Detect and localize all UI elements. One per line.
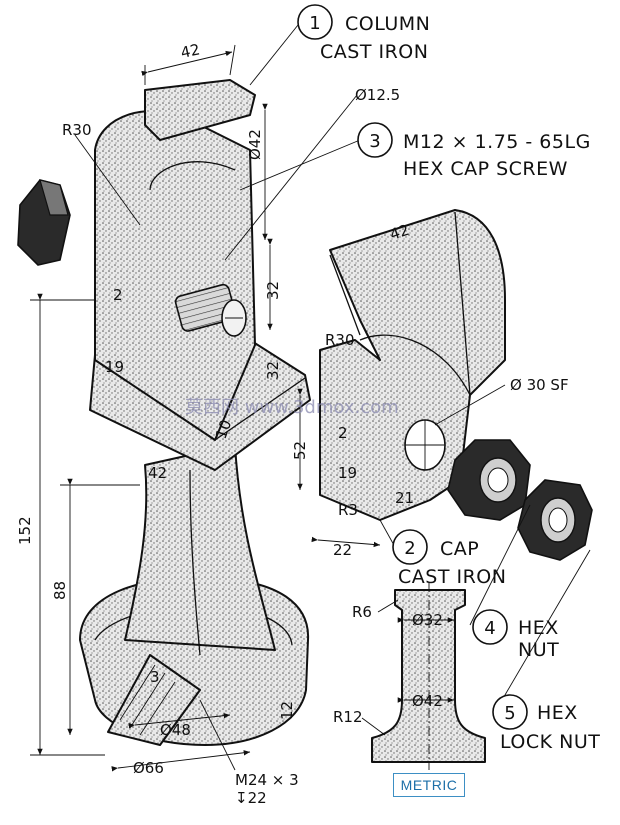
part-3-name: M12 × 1.75 - 65LG xyxy=(403,131,591,153)
dim-phi66: Ø66 xyxy=(133,759,164,777)
hex-nut xyxy=(447,439,531,521)
dim-19-column: 19 xyxy=(105,358,124,376)
cap-screw xyxy=(174,283,247,337)
balloon-4-number: 4 xyxy=(484,618,495,639)
dim-12: 12 xyxy=(278,701,296,720)
part-1-name: COLUMN xyxy=(345,13,430,35)
thread-depth: ↧22 xyxy=(235,789,267,807)
balloon-5: 5 xyxy=(492,694,528,730)
part-5-name: HEX xyxy=(537,702,578,724)
dimension-texts: 42 R30 Ø12.5 Ø42 2 32 19 32 10 52 42 152… xyxy=(16,40,569,807)
dim-cap-19: 19 xyxy=(338,464,357,482)
dim-cap-22: 22 xyxy=(333,541,352,559)
dimension-lines xyxy=(30,24,591,772)
balloon-1-number: 1 xyxy=(309,13,320,34)
dim-88: 88 xyxy=(51,581,69,600)
part-3-material: HEX CAP SCREW xyxy=(403,158,568,180)
dim-2-column: 2 xyxy=(113,286,123,304)
column-part xyxy=(17,79,311,746)
dim-10: 10 xyxy=(212,417,235,441)
part-2-name: CAP xyxy=(440,538,479,560)
dim-section-phi32: Ø32 xyxy=(412,611,443,629)
section-view xyxy=(371,582,486,770)
balloon-2-number: 2 xyxy=(404,538,415,559)
part-2-material: CAST IRON xyxy=(398,566,506,588)
dim-32-lower: 32 xyxy=(264,361,282,380)
dim-cap-2: 2 xyxy=(338,424,348,442)
part-4-name: HEX xyxy=(518,617,559,639)
balloon-1: 1 xyxy=(297,4,333,40)
dim-cap-21: 21 xyxy=(395,489,414,507)
balloon-4: 4 xyxy=(472,609,508,645)
balloon-2: 2 xyxy=(392,529,428,565)
balloon-3: 3 xyxy=(357,122,393,158)
dim-32-upper: 32 xyxy=(264,281,282,300)
dim-42-top: 42 xyxy=(179,40,201,62)
balloon-5-number: 5 xyxy=(504,703,515,724)
dim-152: 152 xyxy=(16,516,34,545)
dim-52: 52 xyxy=(291,441,309,460)
thread-spec: M24 × 3 xyxy=(235,771,299,789)
dim-phi48: Ø48 xyxy=(160,721,191,739)
part-4-material: NUT xyxy=(518,639,559,661)
dim-phi12-5: Ø12.5 xyxy=(355,86,400,104)
dim-cap-42: 42 xyxy=(388,221,412,244)
dim-section-r6: R6 xyxy=(352,603,372,621)
balloon-3-number: 3 xyxy=(369,131,380,152)
dim-cap-r30: R30 xyxy=(325,331,355,349)
units-badge: METRIC xyxy=(393,773,465,797)
watermark: 莫西网 www.3dmox.com xyxy=(185,397,399,418)
dim-r30-column: R30 xyxy=(62,121,92,139)
dim-phi42-side: Ø42 xyxy=(246,129,264,160)
dim-42-neck: 42 xyxy=(148,464,167,482)
cap-part xyxy=(319,209,506,521)
dim-phi30sf: Ø 30 SF xyxy=(510,376,569,394)
dim-section-phi42: Ø42 xyxy=(412,692,443,710)
part-5-material: LOCK NUT xyxy=(500,731,600,753)
part-1-material: CAST IRON xyxy=(320,41,428,63)
dim-3: 3 xyxy=(150,668,160,686)
hex-lock-nut xyxy=(517,479,593,561)
dim-cap-r3: R3 xyxy=(338,501,358,519)
dim-section-r12: R12 xyxy=(333,708,363,726)
